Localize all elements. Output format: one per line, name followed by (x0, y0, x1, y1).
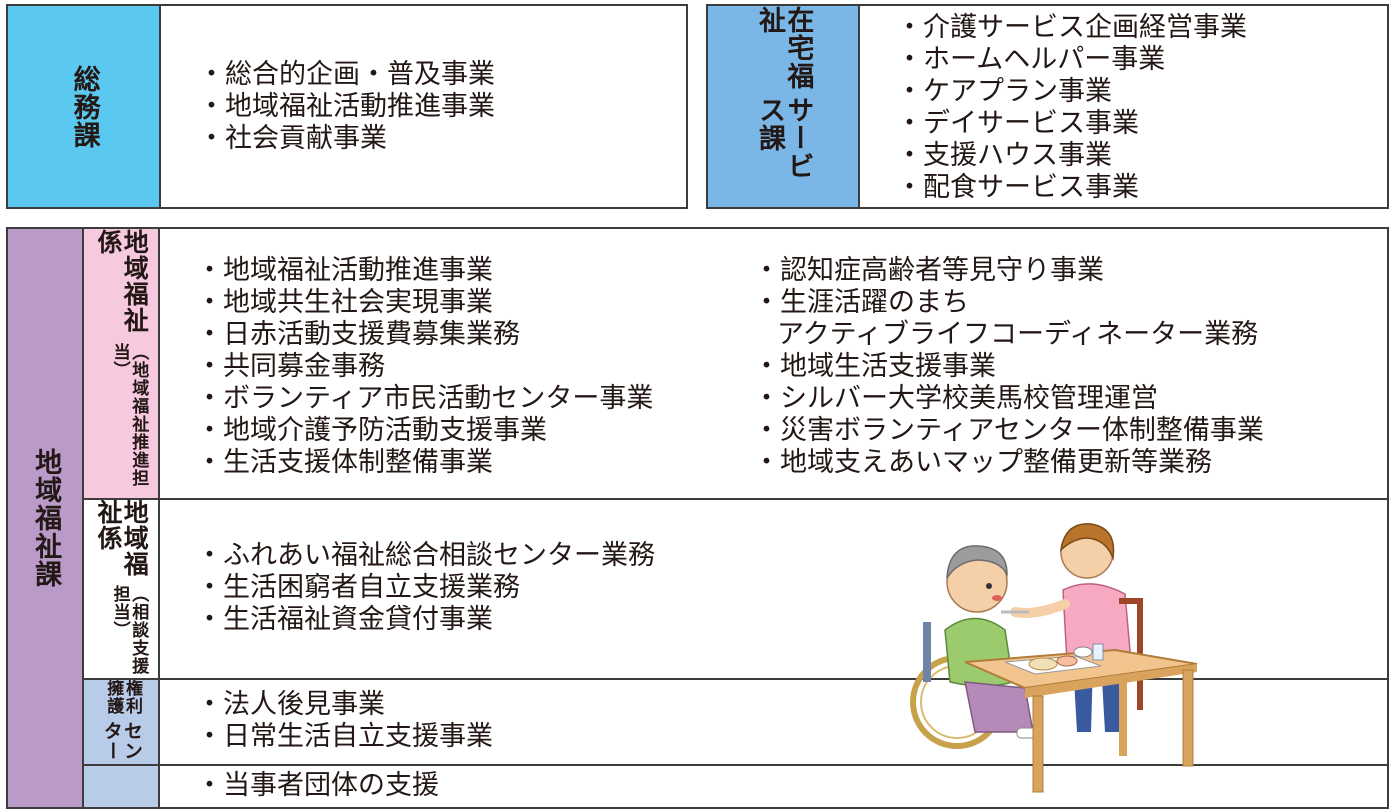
divider (84, 764, 1387, 766)
somu-section: 総務課 ・総合的企画・普及事業 ・地域福祉活動推進事業 ・社会貢献事業 (6, 4, 688, 209)
divider (84, 498, 1387, 500)
list-item-continuation: アクティブライフコーディネーター業務 (777, 319, 1259, 350)
list-item: ・デイサービス事業 (896, 108, 1139, 139)
list-item: ・総合的企画・普及事業 (198, 59, 495, 90)
list-item: ・当事者団体の支援 (196, 770, 439, 801)
zaitaku-label-cell: 在宅福祉 サービス課 (708, 6, 860, 207)
list-item: ・ふれあい福祉総合相談センター業務 (196, 540, 655, 571)
chiiki-section: 地域福祉課 地域福祉係 （地域福祉推進担当） 地域福祉係 （相談支援担当） 権利… (6, 227, 1389, 809)
list-item: ・生活困窮者自立支援業務 (196, 572, 520, 603)
soudan-item-list: ・ふれあい福祉総合相談センター業務 ・生活困窮者自立支援業務 ・生活福祉資金貸付… (196, 540, 655, 636)
somu-label: 総務課 (68, 64, 100, 149)
list-item: ・配食サービス事業 (896, 172, 1139, 203)
kenri-label-cell: 権利擁護 センター (84, 679, 160, 765)
list-item: ・地域介護予防活動支援事業 (196, 415, 547, 446)
list-item: ・地域福祉活動推進事業 (196, 255, 493, 286)
chiiki-label: 地域福祉課 (30, 448, 62, 588)
list-item: ・災害ボランティアセンター体制整備事業 (753, 415, 1264, 446)
list-item: ・認知症高齢者等見守り事業 (753, 255, 1104, 286)
kenri-label-line2: センター (101, 721, 143, 762)
suishin-item-list-left: ・地域福祉活動推進事業 ・地域共生社会実現事業 ・日赤活動支援費募集業務 ・共同… (196, 255, 653, 479)
suishin-label-sub: （地域福祉推進担当） (109, 343, 149, 488)
zaitaku-label-line2: サービス課 (754, 96, 814, 181)
list-item: ・地域福祉活動推進事業 (198, 91, 495, 122)
zaitaku-label-line1: 在宅福祉 (754, 6, 814, 90)
list-item: ・日赤活動支援費募集業務 (196, 319, 520, 350)
list-item: ・ボランティア市民活動センター事業 (196, 383, 654, 414)
list-item: ・支援ハウス事業 (896, 140, 1112, 171)
caregiver-body (1062, 583, 1132, 663)
list-item: ・法人後見事業 (196, 689, 385, 720)
tojisha-label-cell (84, 765, 160, 807)
soudan-label-main: 地域福祉係 (94, 499, 150, 577)
list-item: ・共同募金事務 (196, 351, 385, 382)
list-item: ・地域共生社会実現事業 (196, 287, 493, 318)
list-item: ・生活福祉資金貸付事業 (196, 604, 493, 635)
kenri-label-line1: 権利擁護 (103, 679, 142, 715)
care-illustration (910, 523, 1198, 793)
suishin-item-list-right: ・認知症高齢者等見守り事業 ・生涯活躍のまち アクティブライフコーディネーター業… (753, 255, 1264, 479)
list-item: ・日常生活自立支援事業 (196, 721, 493, 752)
soudan-label-cell: 地域福祉係 （相談支援担当） (84, 499, 160, 679)
list-item: ・生涯活躍のまち (753, 287, 969, 318)
suishin-label-cell: 地域福祉係 （地域福祉推進担当） (84, 229, 160, 499)
tojisha-item-list: ・当事者団体の支援 (196, 770, 439, 802)
list-item: ・シルバー大学校美馬校管理運営 (753, 383, 1158, 414)
somu-label-cell: 総務課 (8, 6, 161, 207)
suishin-label-main: 地域福祉係 (94, 229, 150, 333)
list-item: ・介護サービス企画経営事業 (896, 12, 1247, 43)
soudan-label-sub: （相談支援担当） (109, 585, 149, 676)
zaitaku-section: 在宅福祉 サービス課 ・介護サービス企画経営事業 ・ホームヘルパー事業 ・ケアプ… (706, 4, 1389, 209)
list-item: ・生活支援体制整備事業 (196, 447, 493, 478)
zaitaku-item-list: ・介護サービス企画経営事業 ・ホームヘルパー事業 ・ケアプラン事業 ・デイサービ… (896, 12, 1247, 204)
chiiki-label-cell: 地域福祉課 (8, 229, 84, 807)
list-item: ・地域支えあいマップ整備更新等業務 (753, 447, 1212, 478)
list-item: ・地域生活支援事業 (753, 351, 996, 382)
somu-item-list: ・総合的企画・普及事業 ・地域福祉活動推進事業 ・社会貢献事業 (198, 59, 495, 155)
kenri-item-list: ・法人後見事業 ・日常生活自立支援事業 (196, 689, 493, 753)
divider (84, 678, 1387, 680)
list-item: ・ケアプラン事業 (896, 76, 1112, 107)
list-item: ・社会貢献事業 (198, 123, 387, 154)
list-item: ・ホームヘルパー事業 (896, 44, 1166, 75)
